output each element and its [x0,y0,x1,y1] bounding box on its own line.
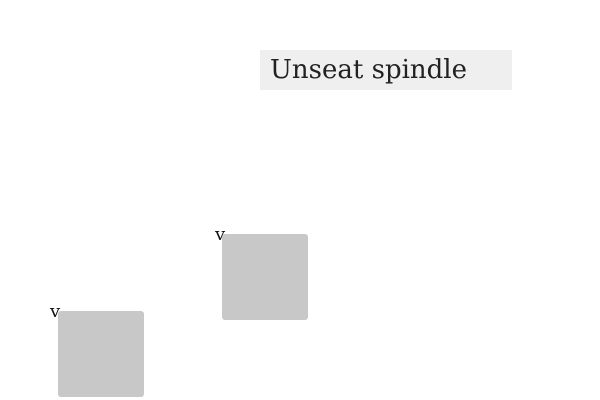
instruction-text: Unseat spindle [270,55,467,85]
tile-label-1: v [215,224,226,245]
draggable-tile-2[interactable] [58,311,144,397]
draggable-tile-1[interactable] [222,234,308,320]
tile-label-2: v [50,301,61,322]
instruction-bar: Unseat spindle [260,50,512,90]
